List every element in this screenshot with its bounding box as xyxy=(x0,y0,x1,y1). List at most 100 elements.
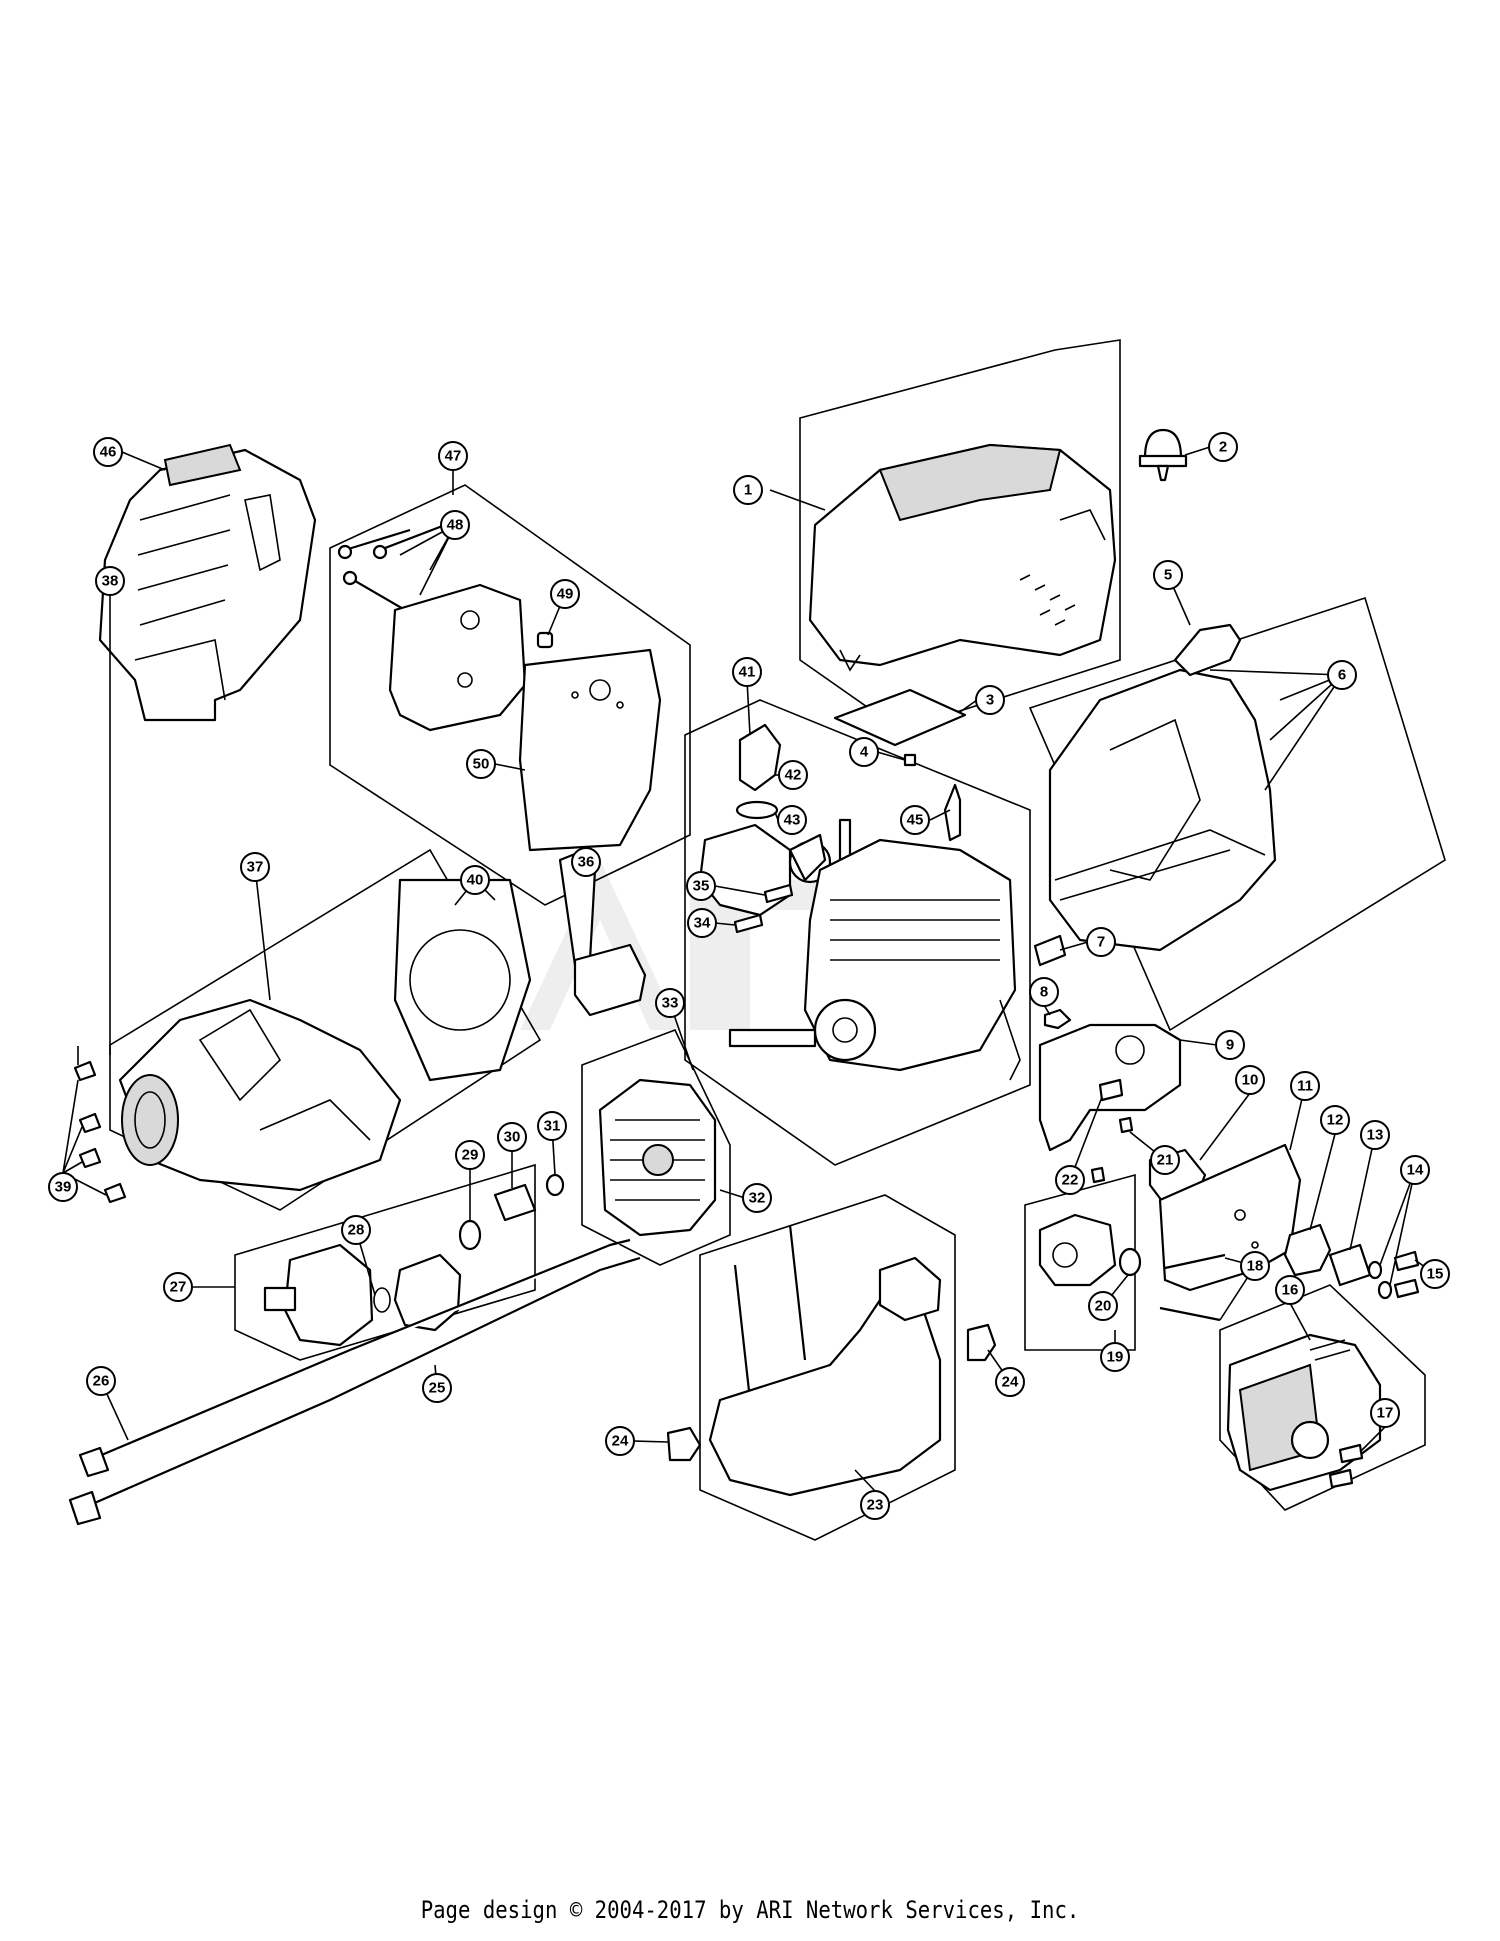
svg-text:17: 17 xyxy=(1377,1405,1394,1422)
callout-22: 22 xyxy=(1055,1165,1085,1195)
group-box-drive-housing xyxy=(109,848,542,1211)
callout-34: 34 xyxy=(687,908,717,938)
svg-text:23: 23 xyxy=(867,1497,884,1514)
callout-43: 43 xyxy=(777,805,807,835)
page-footer-copyright: Page design © 2004-2017 by ARI Network S… xyxy=(420,1896,1080,1924)
svg-text:46: 46 xyxy=(100,444,117,461)
part-43-o-ring xyxy=(735,800,779,820)
callout-8: 8 xyxy=(1029,977,1059,1007)
svg-text:42: 42 xyxy=(785,767,802,784)
part-50-gasket xyxy=(518,648,662,852)
part-16-air-box xyxy=(1226,1333,1382,1492)
svg-text:12: 12 xyxy=(1327,1112,1344,1129)
callout-7: 7 xyxy=(1086,927,1116,957)
callout-46: 46 xyxy=(93,437,123,467)
svg-text:11: 11 xyxy=(1297,1078,1313,1095)
group-box-flywheel xyxy=(581,1028,731,1266)
callout-1: 1 xyxy=(733,475,763,505)
part-3-filter xyxy=(833,688,967,747)
callout-36: 36 xyxy=(571,847,601,877)
callout-31: 31 xyxy=(537,1111,567,1141)
part-39-screw xyxy=(73,1060,97,1082)
group-box-clutch xyxy=(234,1163,536,1361)
svg-text:26: 26 xyxy=(93,1373,110,1390)
part-4-screw xyxy=(903,753,917,767)
part-1-engine-cover xyxy=(808,443,1117,767)
group-box-air-filter xyxy=(799,339,1121,731)
part-20-gasket xyxy=(1118,1247,1142,1277)
callout-24-left: 24 xyxy=(605,1426,635,1456)
svg-text:1: 1 xyxy=(744,482,752,499)
svg-text:3: 3 xyxy=(986,692,994,709)
part-28-washer xyxy=(373,1287,391,1313)
part-31-washer xyxy=(545,1173,565,1197)
part-14-washer xyxy=(1367,1260,1383,1280)
part-21-pin xyxy=(1118,1116,1134,1134)
part-36-ignition-coil xyxy=(558,848,647,1017)
svg-text:28: 28 xyxy=(348,1222,365,1239)
svg-text:25: 25 xyxy=(429,1380,446,1397)
part-8-ring xyxy=(1043,1008,1072,1030)
callout-45: 45 xyxy=(900,805,930,835)
svg-text:2: 2 xyxy=(1219,439,1227,456)
part-2-primer-bulb xyxy=(1138,428,1188,482)
svg-text:8: 8 xyxy=(1040,984,1048,1001)
svg-text:15: 15 xyxy=(1427,1266,1444,1283)
svg-text:29: 29 xyxy=(462,1147,479,1164)
svg-text:24: 24 xyxy=(612,1433,629,1450)
callout-4: 4 xyxy=(849,737,879,767)
svg-text:13: 13 xyxy=(1367,1127,1384,1144)
callout-49: 49 xyxy=(550,579,580,609)
callout-41: 41 xyxy=(732,657,762,687)
svg-text:7: 7 xyxy=(1097,934,1105,951)
callout-18: 18 xyxy=(1240,1251,1270,1281)
callout-2: 2 xyxy=(1208,432,1238,462)
callout-13: 13 xyxy=(1360,1120,1390,1150)
part-clutch-drum xyxy=(283,1243,374,1347)
callout-30: 30 xyxy=(497,1122,527,1152)
part-49-nut xyxy=(536,631,554,649)
callout-14: 14 xyxy=(1400,1155,1430,1185)
part-22-bolt xyxy=(1098,1078,1124,1102)
svg-text:31: 31 xyxy=(544,1118,561,1135)
group-boxes xyxy=(109,339,1446,1541)
svg-text:37: 37 xyxy=(247,859,264,876)
svg-text:24: 24 xyxy=(1002,1374,1019,1391)
part-46-guard xyxy=(98,443,317,722)
svg-text:39: 39 xyxy=(55,1179,72,1196)
part-39-screw xyxy=(103,1182,127,1204)
callout-42: 42 xyxy=(778,760,808,790)
part-engine-block xyxy=(728,818,1021,1081)
group-box-engine xyxy=(684,699,1031,1166)
part-42-fitting xyxy=(738,723,782,792)
part-47-muffler-group xyxy=(337,523,662,852)
part-39-screw xyxy=(78,1147,102,1169)
part-45-spark-plug xyxy=(943,783,962,842)
callout-50: 50 xyxy=(466,749,496,779)
part-35-bolt xyxy=(763,883,794,904)
callout-17: 17 xyxy=(1370,1398,1400,1428)
svg-text:19: 19 xyxy=(1107,1349,1124,1366)
callout-10: 10 xyxy=(1235,1065,1265,1095)
callout-25: 25 xyxy=(422,1373,452,1403)
callout-23: 23 xyxy=(860,1490,890,1520)
part-15-screw xyxy=(1393,1250,1420,1272)
callout-19: 19 xyxy=(1100,1342,1130,1372)
callout-5: 5 xyxy=(1153,560,1183,590)
part-12-block xyxy=(1283,1223,1332,1277)
part-5-starter-housing xyxy=(1033,623,1277,1030)
part-24-grommet xyxy=(666,1426,702,1462)
group-box-air-box xyxy=(1219,1284,1426,1511)
svg-text:35: 35 xyxy=(693,878,710,895)
callout-40: 40 xyxy=(460,865,490,895)
svg-text:32: 32 xyxy=(749,1190,766,1207)
part-19-carburetor xyxy=(1038,1213,1226,1322)
callout-3: 3 xyxy=(975,685,1005,715)
part-30-spacer xyxy=(493,1183,537,1222)
callout-32: 32 xyxy=(742,1183,772,1213)
svg-text:9: 9 xyxy=(1226,1037,1234,1054)
callout-15: 15 xyxy=(1420,1259,1450,1289)
part-starter-handle xyxy=(1173,623,1242,677)
svg-text:10: 10 xyxy=(1242,1072,1259,1089)
callout-6: 6 xyxy=(1327,660,1357,690)
